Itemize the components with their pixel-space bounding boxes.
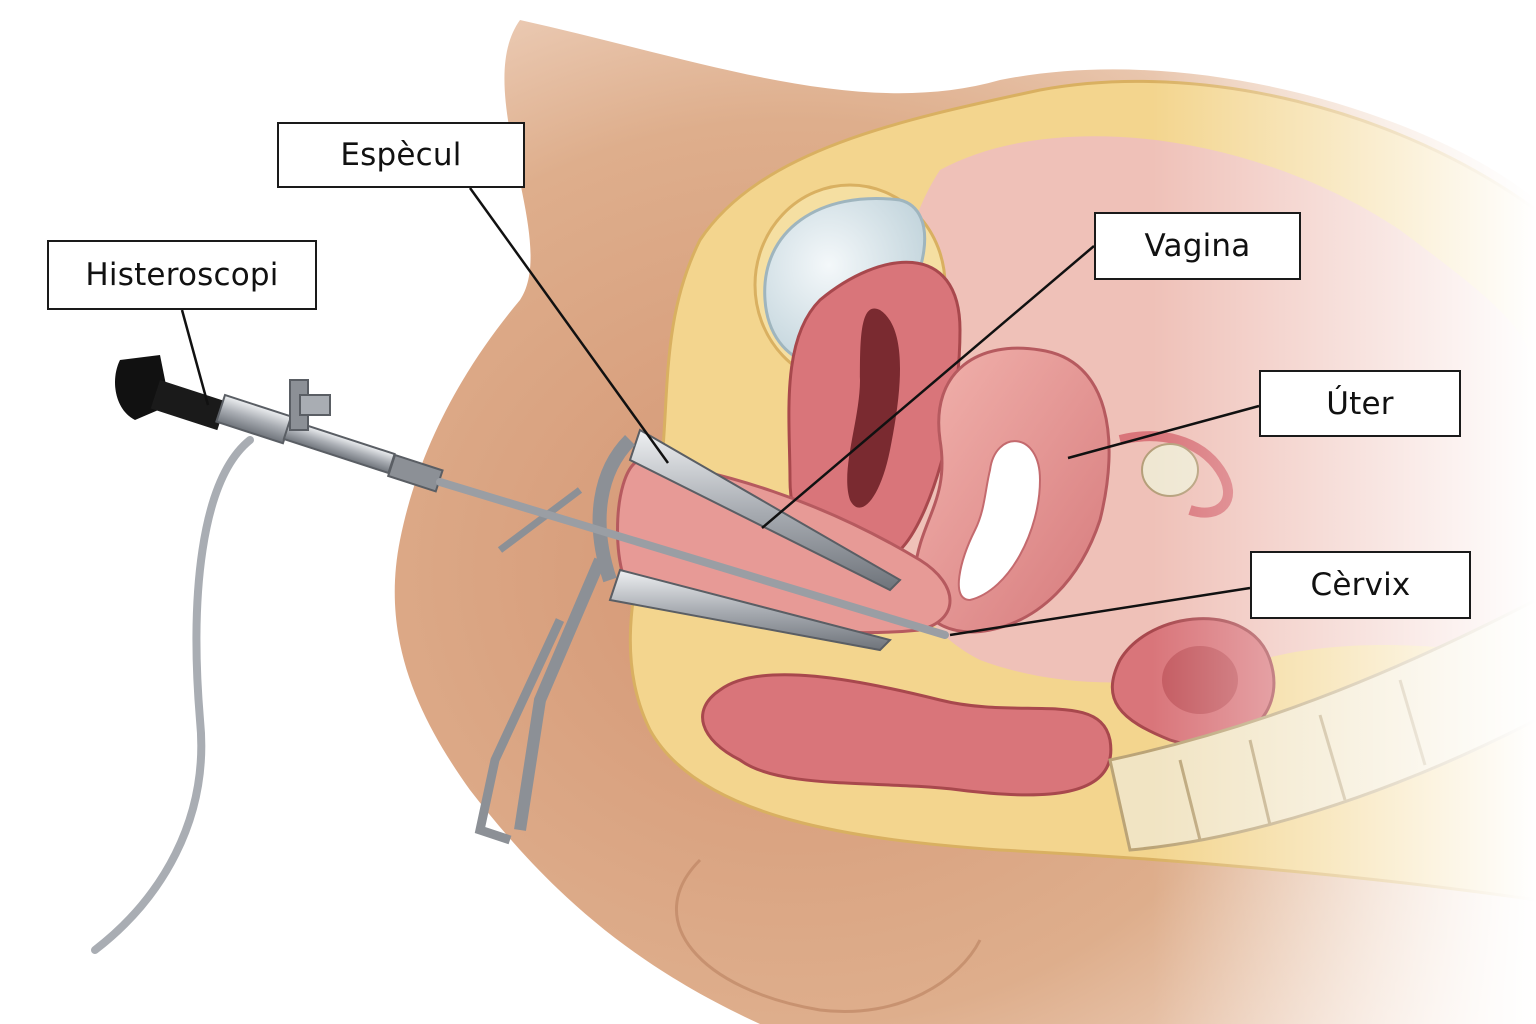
label-especul-text: Espècul [340,137,462,173]
label-vagina-text: Vagina [1144,228,1251,264]
label-histeroscopi-text: Histeroscopi [85,257,279,293]
leader-line-vagina [761,245,1095,529]
label-vagina: Vagina [1094,212,1301,280]
label-histeroscopi: Histeroscopi [47,240,317,310]
leader-line-histeroscopi [180,309,210,406]
label-uter: Úter [1259,370,1461,437]
label-uter-text: Úter [1326,385,1394,422]
label-cervix: Cèrvix [1250,551,1471,619]
leader-line-cervix [949,586,1251,637]
label-especul: Espècul [277,122,525,188]
leader-lines [180,187,1260,637]
leader-line-especul [468,187,670,464]
leader-line-uter [1067,404,1260,460]
label-cervix-text: Cèrvix [1310,567,1411,603]
